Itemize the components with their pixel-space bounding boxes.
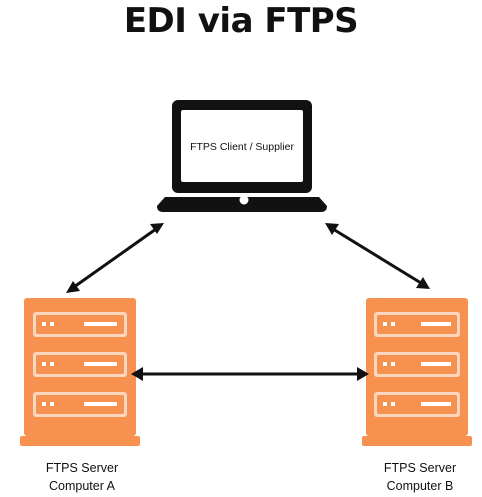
server-unit-2-face	[377, 355, 457, 374]
server-unit-3-slot	[84, 402, 117, 406]
server-rack-base	[20, 436, 140, 446]
server-rack-base	[362, 436, 472, 446]
server-unit-1-led-a	[42, 322, 46, 326]
arrow-head-server-a-end	[131, 367, 143, 381]
server-b-icon	[362, 298, 472, 446]
server-unit-2-led-a	[383, 362, 387, 366]
arrow-server-a-server-b	[131, 367, 369, 381]
server-b-label-line1: FTPS Server	[384, 461, 456, 475]
server-unit-3-led-b	[391, 402, 395, 406]
server-unit-1-slot	[421, 322, 451, 326]
server-unit-2-led-a	[42, 362, 46, 366]
server-b-label-line2: Computer B	[387, 479, 454, 493]
laptop-base	[157, 197, 327, 212]
server-unit-2-led-b	[391, 362, 395, 366]
server-unit-1-slot	[84, 322, 117, 326]
server-unit-2-slot	[421, 362, 451, 366]
server-unit-2-face	[36, 355, 124, 374]
diagram-title: EDI via FTPS	[124, 1, 358, 41]
arrow-shaft	[332, 227, 422, 285]
laptop-icon	[157, 100, 327, 212]
server-unit-3-slot	[421, 402, 451, 406]
server-unit-1-led-b	[391, 322, 395, 326]
server-unit-1-face	[36, 315, 124, 334]
arrow-head-server-b-end	[416, 277, 430, 289]
arrow-head-client-end	[325, 223, 339, 235]
server-a-label-line2: Computer A	[49, 479, 116, 493]
arrow-head-client-end	[150, 223, 164, 234]
server-unit-2-slot	[84, 362, 117, 366]
server-unit-3-led-b	[50, 402, 54, 406]
arrow-head-server-b-end	[357, 367, 369, 381]
server-unit-3-face	[36, 395, 124, 414]
arrow-head-server-a-end	[66, 281, 80, 293]
server-unit-3-face	[377, 395, 457, 414]
arrow-shaft	[73, 227, 157, 289]
server-unit-2-led-b	[50, 362, 54, 366]
server-unit-1-led-a	[383, 322, 387, 326]
server-unit-1-led-b	[50, 322, 54, 326]
server-unit-1-face	[377, 315, 457, 334]
arrow-client-server-a	[66, 223, 164, 293]
laptop-display	[181, 110, 303, 182]
client-screen-label: FTPS Client / Supplier	[190, 141, 294, 153]
server-a-icon	[20, 298, 140, 446]
server-unit-3-led-a	[383, 402, 387, 406]
laptop-power-dot	[239, 195, 249, 205]
arrow-client-server-b	[325, 223, 430, 289]
server-a-label-line1: FTPS Server	[46, 461, 118, 475]
server-unit-3-led-a	[42, 402, 46, 406]
